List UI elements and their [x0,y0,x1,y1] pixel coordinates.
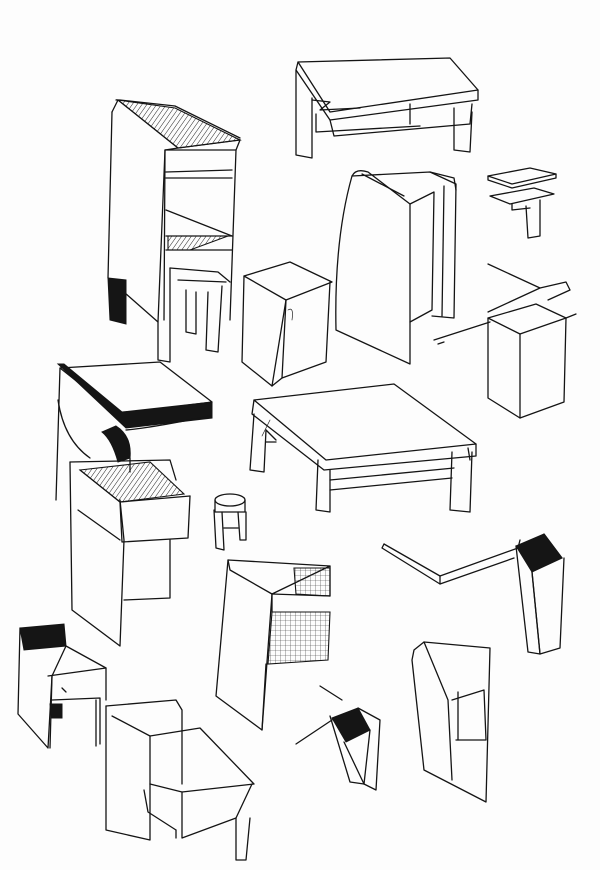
panel-cabinet-sketch [335,170,457,365]
folded-screen-sketch [411,641,491,803]
tall-shelf-unit-sketch [107,99,242,363]
tall-pedestal-sketch [515,533,565,655]
armchair-sketch [17,623,107,749]
small-cube-stool-sketch [241,261,333,387]
small-wedge-table-sketch [295,685,381,791]
box-cabinet-sketch [69,459,191,647]
low-table-top-sketch [295,57,479,159]
bench-chair-sketch [105,699,255,861]
wide-low-table-sketch [249,383,477,513]
l-shaped-desk-sketch [381,539,521,585]
grid-panel-cabinet-sketch [215,559,331,731]
corner-table-with-cube-sketch [433,263,577,419]
small-round-stool-sketch [213,493,247,551]
tiny-stacked-stand-sketch [487,167,557,239]
dark-edged-desk-sketch [55,361,213,501]
